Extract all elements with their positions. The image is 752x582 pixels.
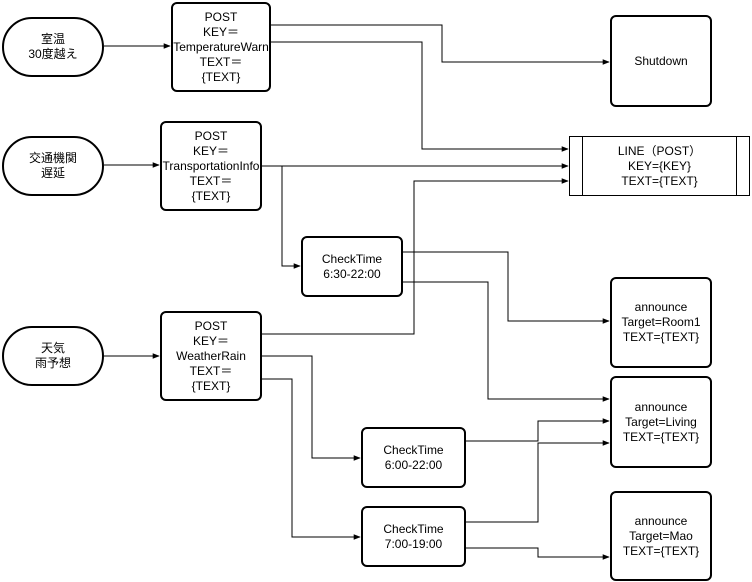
output-line: TEXT={TEXT} xyxy=(621,173,698,188)
output-line: announce xyxy=(634,300,688,314)
post-line: TEXT＝ xyxy=(189,363,233,378)
output-line: KEY={KEY} xyxy=(627,158,692,173)
edge-check3-mao xyxy=(466,547,610,560)
output-announce-mao: announce Target=Mao TEXT={TEXT} xyxy=(610,491,712,581)
output-line: Target=Mao xyxy=(629,528,693,543)
post-line: WeatherRain xyxy=(176,348,246,363)
source-line: 30度越え xyxy=(28,47,78,61)
source-line: 天気 xyxy=(40,341,65,355)
source-line: 雨予想 xyxy=(34,356,71,370)
edge-weatherpost-check3 xyxy=(262,378,361,540)
source-rain-forecast: 天気 雨予想 xyxy=(2,326,104,386)
checktime-0600-2200: CheckTime 6:00-22:00 xyxy=(361,427,466,488)
post-line: {TEXT} xyxy=(191,378,231,393)
check-line: CheckTime xyxy=(321,251,383,266)
post-line: {TEXT} xyxy=(201,69,241,84)
edge-check3-living xyxy=(466,440,610,523)
output-line-post: LINE（POST） KEY={KEY} TEXT={TEXT} xyxy=(569,136,750,196)
checktime-0630-2200: CheckTime 6:30-22:00 xyxy=(301,236,403,297)
post-line: TEXT＝ xyxy=(189,173,233,188)
source-line: 室温 xyxy=(40,32,65,46)
output-line: Target=Room1 xyxy=(621,315,701,329)
source-line: 遅延 xyxy=(40,166,65,180)
output-line: TEXT={TEXT} xyxy=(622,429,700,444)
post-line: TEXT＝ xyxy=(199,54,243,69)
output-shutdown: Shutdown xyxy=(610,15,712,107)
edge-check2-living xyxy=(466,418,610,442)
output-line: TEXT={TEXT} xyxy=(622,543,700,558)
post-line: {TEXT} xyxy=(191,188,231,203)
post-line: POST xyxy=(194,318,228,333)
output-line: announce xyxy=(634,399,688,414)
edge-check1-living xyxy=(403,281,610,402)
edge-weatherpost-check2 xyxy=(262,355,361,461)
post-temperature-warn: POST KEY＝ TemperatureWarn TEXT＝ {TEXT} xyxy=(171,2,271,92)
source-room-temp: 室温 30度越え xyxy=(2,17,104,77)
output-announce-room1: announce Target=Room1 TEXT={TEXT} xyxy=(610,277,712,368)
post-weather-rain: POST KEY＝ WeatherRain TEXT＝ {TEXT} xyxy=(160,311,262,401)
edge-check1-room1 xyxy=(403,251,610,324)
output-line: Shutdown xyxy=(634,53,688,68)
post-transportation-info: POST KEY＝ TransportationInfo TEXT＝ {TEXT… xyxy=(160,121,262,211)
source-traffic-delay: 交通機関 遅延 xyxy=(2,136,104,196)
post-line: KEY＝ xyxy=(192,333,229,348)
check-line: CheckTime xyxy=(383,521,444,536)
post-line: POST xyxy=(204,9,238,24)
check-line: 6:00-22:00 xyxy=(384,457,443,472)
post-line: TemperatureWarn xyxy=(173,39,269,54)
check-line: CheckTime xyxy=(383,442,444,457)
edge-temppost-line xyxy=(271,41,569,152)
check-line: 6:30-22:00 xyxy=(323,266,381,281)
output-announce-living: announce Target=Living TEXT={TEXT} xyxy=(610,376,712,468)
output-line: Target=Living xyxy=(625,414,697,429)
output-line: LINE（POST） xyxy=(617,143,702,158)
source-line: 交通機関 xyxy=(28,151,77,165)
checktime-0700-1900: CheckTime 7:00-19:00 xyxy=(361,506,466,567)
output-line: announce xyxy=(634,513,688,528)
edge-trafficpost-check1 xyxy=(281,166,301,269)
post-line: TransportationInfo xyxy=(162,158,260,173)
edge-temppost-shutdown xyxy=(271,24,610,65)
check-line: 7:00-19:00 xyxy=(384,536,443,551)
edge-weatherpost-line xyxy=(262,178,569,335)
post-line: KEY＝ xyxy=(202,24,239,39)
output-line: TEXT={TEXT} xyxy=(622,330,700,344)
post-line: KEY＝ xyxy=(192,143,229,158)
post-line: POST xyxy=(194,128,228,143)
